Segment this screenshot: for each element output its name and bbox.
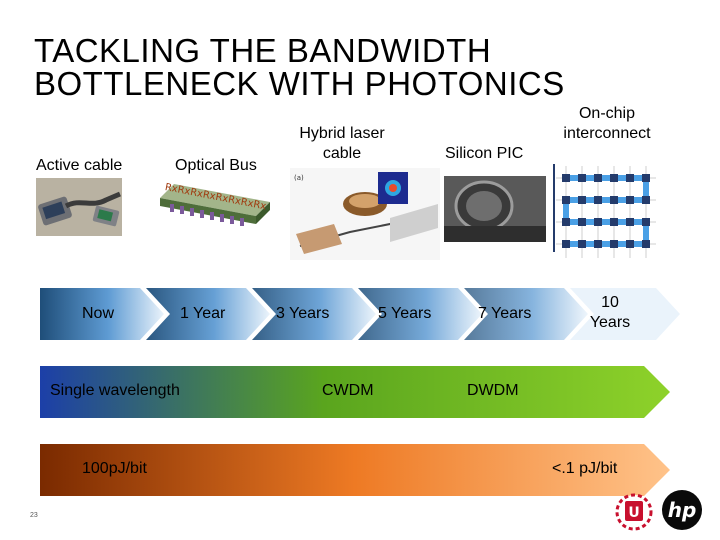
timeline-chevron-1 — [40, 288, 164, 340]
label-optical-bus: Optical Bus — [175, 157, 257, 174]
energy-band: 100pJ/bit <.1 pJ/bit — [40, 444, 670, 496]
label-hybrid-laser-cable: Hybrid laser cable — [299, 125, 385, 162]
title-line-2: BOTTLENECK WITH PHOTONICS — [34, 65, 565, 102]
wavelength-cwdm: CWDM — [322, 382, 374, 399]
timeline-chevron-5 — [464, 288, 588, 340]
hp-logo-text: hp — [667, 498, 697, 522]
timeline-chevron-3 — [252, 288, 376, 340]
timeline-label-3-years: 3 Years — [276, 305, 330, 322]
wavelength-dwdm: DWDM — [467, 382, 519, 399]
page-number: 23 — [30, 512, 38, 519]
timeline-label-now: Now — [82, 305, 115, 322]
timeline: Now 1 Year 3 Years 5 Years 7 Years 10 Ye… — [40, 288, 680, 340]
energy-01pj: <.1 pJ/bit — [552, 460, 618, 477]
university-logo: U — [614, 492, 654, 532]
energy-100pj: 100pJ/bit — [82, 460, 147, 477]
timeline-label-7-years: 7 Years — [478, 305, 532, 322]
wavelength-band: Single wavelength CWDM DWDM — [40, 366, 670, 418]
label-active-cable: Active cable — [36, 157, 123, 174]
silicon-pic-image — [444, 176, 546, 242]
slide-title: TACKLING THE BANDWIDTH BOTTLENECK WITH P… — [34, 34, 565, 100]
timeline-chevron-6 — [570, 288, 680, 340]
timeline-chevron-2 — [146, 288, 270, 340]
timeline-chevron-4 — [358, 288, 482, 340]
university-logo-letter: U — [628, 505, 639, 521]
wavelength-single: Single wavelength — [50, 382, 180, 399]
active-cable-image — [36, 178, 122, 236]
on-chip-interconnect-image — [552, 162, 660, 262]
label-silicon-pic: Silicon PIC — [445, 145, 524, 162]
optical-bus-image: RxRxRxRxRxRxRxRx — [160, 180, 270, 240]
label-on-chip-interconnect: On-chip interconnect — [563, 105, 651, 142]
timeline-label-5-years: 5 Years — [378, 305, 432, 322]
timeline-label-10-years: 10 Years — [589, 294, 631, 331]
title-line-1: TACKLING THE BANDWIDTH — [34, 32, 492, 69]
svg-text:(a): (a) — [294, 174, 304, 182]
hp-logo: hp — [662, 490, 702, 530]
hybrid-laser-image: (a) — [290, 168, 440, 260]
timeline-label-1-year: 1 Year — [180, 305, 226, 322]
